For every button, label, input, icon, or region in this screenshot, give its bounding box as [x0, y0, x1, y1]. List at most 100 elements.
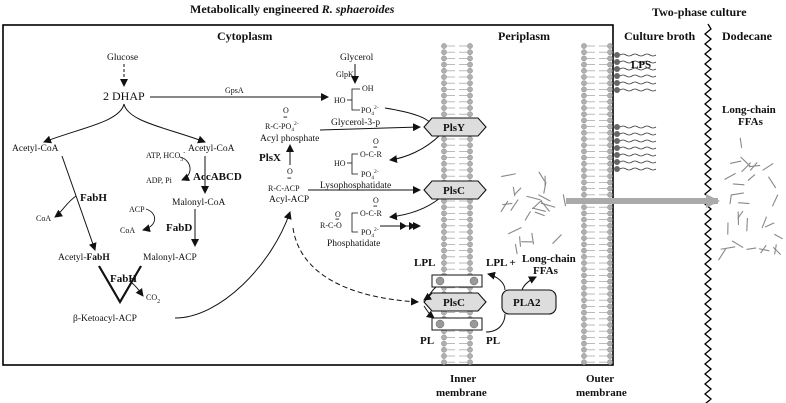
lipid-head: [607, 229, 613, 235]
lipid-head: [441, 92, 447, 99]
lipid-head: [581, 142, 587, 148]
culture-broth-label: Culture broth: [624, 29, 696, 43]
lipid-head: [607, 129, 613, 136]
lipid-head: [581, 86, 587, 93]
ffa-molecule: [731, 240, 744, 249]
acyl-phosphate-label: Acyl phosphate: [260, 134, 319, 144]
lipid-head: [467, 340, 473, 347]
lipid-head: [607, 55, 613, 62]
lipid-head: [441, 235, 447, 241]
lipid-head: [441, 80, 447, 86]
ffa-molecule: [746, 217, 748, 232]
lipid-head: [441, 340, 447, 347]
ffa-molecule: [740, 156, 752, 168]
lipid-head: [581, 266, 587, 273]
lipid-head: [581, 322, 587, 328]
ffa-molecule: [724, 172, 736, 180]
ffa-molecule: [531, 232, 535, 245]
lipid-head: [607, 105, 613, 111]
lipid-head: [467, 68, 473, 74]
lipid-head: [607, 353, 613, 359]
lps-core: [614, 159, 620, 165]
lipid-head: [581, 43, 587, 49]
pl-left-label: PL: [420, 335, 434, 347]
lps-core: [614, 52, 620, 58]
atp-adp-arrow: [179, 156, 191, 181]
glycerol-label: Glycerol: [340, 53, 374, 63]
lipid-head: [467, 346, 473, 353]
malonyl-acp-label: Malonyl-ACP: [143, 253, 197, 263]
lipid-head: [607, 266, 613, 273]
ffa-molecule: [524, 210, 532, 221]
lipid-head: [441, 210, 447, 217]
lipid-head: [581, 235, 587, 241]
lipid-head: [607, 179, 613, 186]
ffa-molecule: [519, 236, 522, 247]
condensation-v: [98, 265, 142, 305]
lipid-head: [467, 49, 473, 56]
plsx-label: PlsX: [259, 152, 281, 164]
lipid-head: [607, 80, 613, 86]
ffa-molecule: [514, 243, 518, 255]
lyso-o: O: [373, 137, 379, 146]
pla2-enzyme: [501, 289, 557, 315]
lipid-head: [581, 253, 587, 260]
lipid-head: [581, 278, 587, 285]
lipid-head: [581, 68, 587, 74]
lipid-head: [441, 43, 447, 49]
coa-label-2: CoA: [120, 226, 135, 235]
pla2-to-lpl: [487, 271, 506, 291]
lipid-head: [607, 185, 613, 192]
pa-backbone: [351, 212, 358, 233]
lyso-o-c-r: O-C-R: [360, 150, 382, 159]
lipid-head: [441, 68, 447, 74]
co2-release-arrow: [131, 282, 144, 297]
malonyl-coa-label: Malonyl-CoA: [172, 198, 225, 208]
lipid-head: [607, 173, 613, 179]
lps-chain: [619, 139, 657, 143]
lipid-head: [581, 303, 587, 310]
lipid-head: [467, 334, 473, 341]
fabh-label-2: FabH: [110, 273, 137, 285]
lipid-head: [607, 99, 613, 105]
ffa-molecule: [741, 162, 752, 173]
acetyl-coa-right-label: Acetyl-CoA: [188, 144, 235, 154]
acetylcoa-to-acetylfabh-arrow: [61, 155, 97, 251]
ffa-periplasm-label-1: Long-chain: [522, 253, 576, 265]
pa-o-1: O: [373, 196, 379, 205]
lipid-head: [441, 260, 447, 266]
ffa-molecule: [771, 194, 779, 207]
gpsa-label: GpsA: [225, 86, 244, 95]
lipid-head: [607, 235, 613, 241]
lipid-head: [607, 340, 613, 347]
ffa-molecule: [772, 246, 782, 256]
lipid-head: [607, 241, 613, 248]
lipid-head: [467, 173, 473, 179]
periplasm-label: Periplasm: [498, 29, 550, 43]
lipid-head: [441, 334, 447, 341]
lipid-head: [467, 247, 473, 254]
outer-membrane: [581, 43, 613, 366]
g3p-backbone: [351, 88, 360, 111]
lipid-head: [607, 111, 613, 117]
pa-dbl-1: =: [373, 202, 378, 211]
lipid-head: [607, 43, 613, 49]
lipid-head: [607, 272, 613, 279]
ffa-molecule: [540, 200, 550, 212]
lipid-head: [467, 154, 473, 161]
lipid-head: [581, 123, 587, 130]
lipid-head: [607, 322, 613, 328]
dodecane-label: Dodecane: [722, 29, 773, 43]
acyl-phosphate-dbl: =: [283, 113, 288, 122]
adp-pi-label: ADP, Pi: [146, 176, 173, 185]
lipid-head: [581, 309, 587, 316]
phase-boundary: [703, 23, 713, 403]
lps-chain: [619, 132, 657, 136]
ffa-molecule: [510, 199, 519, 212]
ffa-molecules-dodecane: [718, 137, 783, 261]
pa-multistep-marks: [400, 222, 416, 230]
lipid-head: [581, 204, 587, 210]
dhap-to-acetylcoa-right: [123, 103, 206, 144]
lipid-head: [607, 68, 613, 74]
